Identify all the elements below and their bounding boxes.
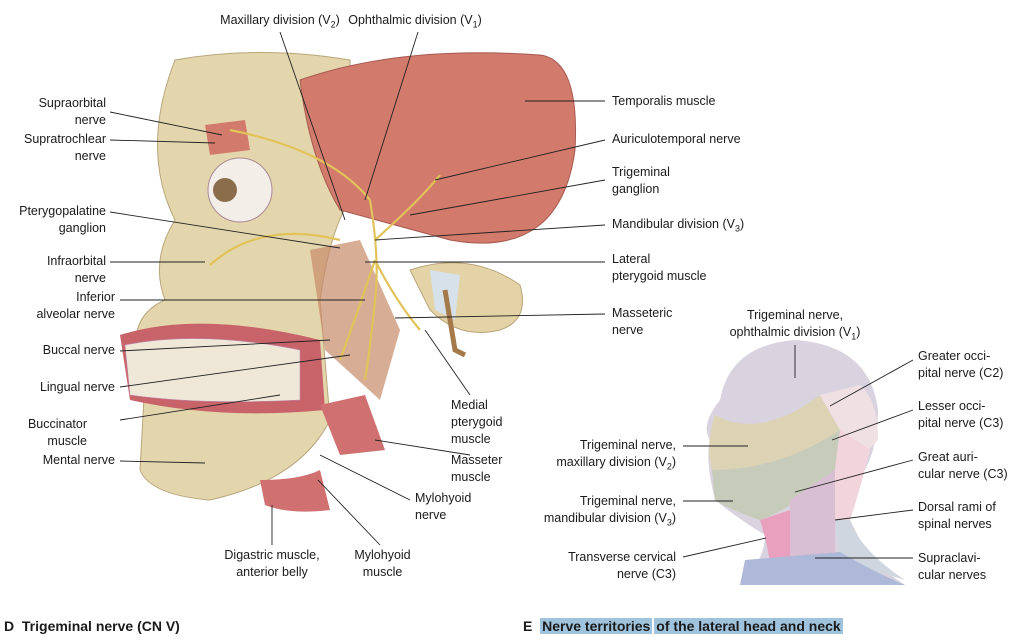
caption-figure-d: D Trigeminal nerve (CN V)	[4, 618, 180, 634]
label-v1-territory: Trigeminal nerve,ophthalmic division (V1…	[729, 308, 861, 342]
label-buccal-nerve: Buccal nerve	[42, 343, 115, 357]
head-territory-illustration	[706, 340, 905, 585]
label-digastric-muscle: Digastric muscle,anterior belly	[224, 548, 320, 579]
label-auriculotemporal-nerve: Auriculotemporal nerve	[612, 132, 741, 146]
label-lingual-nerve: Lingual nerve	[39, 380, 115, 394]
label-mental-nerve: Mental nerve	[42, 453, 115, 467]
label-greater-occipital-nerve: Greater occi-pital nerve (C2)	[918, 349, 1004, 380]
label-lesser-occipital-nerve: Lesser occi-pital nerve (C3)	[918, 399, 1004, 430]
label-temporalis-muscle: Temporalis muscle	[612, 94, 716, 108]
skull-illustration	[120, 52, 577, 512]
label-ophthalmic-division: Ophthalmic division (V1)	[348, 13, 482, 30]
label-great-auricular-nerve: Great auri-cular nerve (C3)	[918, 450, 1008, 481]
label-v3-territory: Trigeminal nerve,mandibular division (V3…	[543, 494, 676, 528]
leader-lines	[109, 31, 914, 559]
label-maxillary-division: Maxillary division (V2)	[220, 13, 340, 30]
label-supraclavicular-nerves: Supraclavi-cular nerves	[918, 551, 987, 582]
label-mandibular-division: Mandibular division (V3)	[612, 217, 745, 234]
label-v2-territory: Trigeminal nerve,maxillary division (V2)	[556, 438, 676, 472]
